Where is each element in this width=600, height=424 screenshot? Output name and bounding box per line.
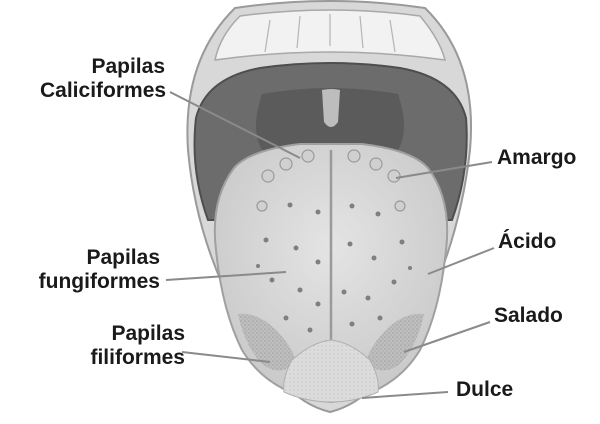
label-dulce: Dulce	[456, 378, 513, 402]
label-salado: Salado	[494, 304, 563, 328]
label-acido: Ácido	[498, 230, 556, 254]
label-papilas-filiformes: Papilas filiformes	[40, 322, 185, 370]
label-papilas-fungiformes: Papilas fungiformes	[20, 246, 160, 294]
label-papilas-caliciformes: Papilas Caliciformes	[40, 55, 165, 103]
label-amargo: Amargo	[497, 146, 576, 170]
uvula	[322, 89, 340, 127]
